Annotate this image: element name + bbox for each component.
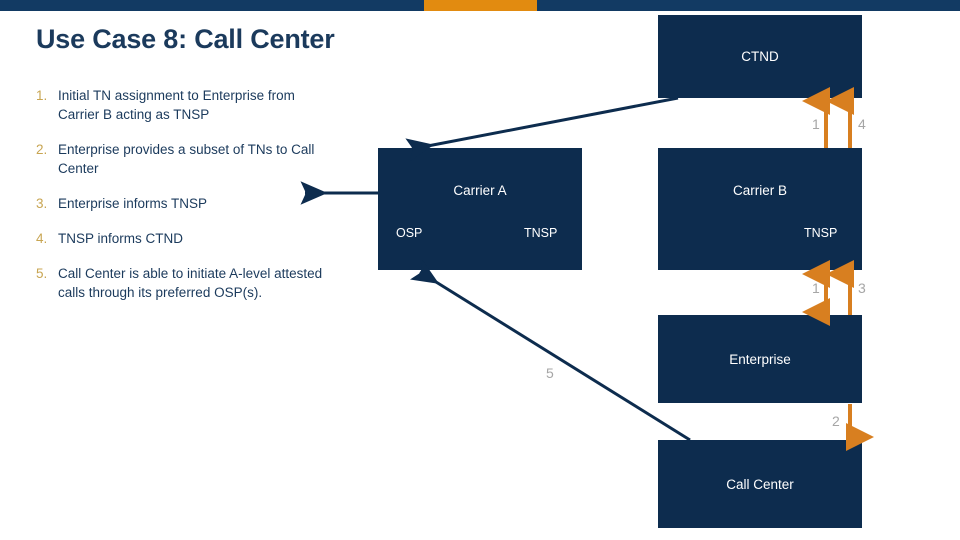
step-number: 4. — [36, 231, 48, 246]
page-title: Use Case 8: Call Center — [36, 24, 335, 54]
arrow-label-ctnd-carrierb-1: 1 — [812, 116, 820, 132]
arrow-call-center-to-carrier-a — [409, 259, 691, 442]
diagram-box-carrier-b: Carrier B TNSP — [658, 148, 862, 270]
box-role-carrier-a-tnsp: TNSP — [524, 226, 558, 240]
list-item: 2. Enterprise provides a subset of TNs t… — [36, 140, 326, 178]
step-text: Call Center is able to initiate A-level … — [58, 266, 323, 300]
step-text: Enterprise provides a subset of TNs to C… — [58, 142, 315, 176]
box-title-carrier-b: Carrier B — [732, 183, 787, 198]
diagram-box-enterprise: Enterprise — [658, 315, 862, 403]
box-title-enterprise: Enterprise — [729, 352, 791, 367]
list-item: 3. Enterprise informs TNSP — [36, 194, 326, 213]
list-item: 4. TNSP informs CTND — [36, 229, 326, 248]
box-role-carrier-b-tnsp: TNSP — [804, 226, 838, 240]
step-number: 5. — [36, 266, 48, 281]
steps-list: 1. Initial TN assignment to Enterprise f… — [36, 86, 326, 318]
box-title-carrier-a: Carrier A — [453, 183, 507, 198]
arrow-label-carrierb-enterprise-1: 1 — [812, 280, 820, 296]
step-number: 3. — [36, 196, 48, 211]
step-number: 2. — [36, 142, 48, 157]
arrow-ctnd-to-carrier-a — [405, 96, 679, 162]
diagram-box-carrier-a: Carrier A OSP TNSP — [378, 148, 582, 270]
step-text: Initial TN assignment to Enterprise from… — [58, 88, 295, 122]
arrow-label-carrierb-enterprise-3: 3 — [858, 280, 866, 296]
list-item: 5. Call Center is able to initiate A-lev… — [36, 264, 326, 302]
top-bar-accent-segment — [424, 0, 537, 11]
list-item: 1. Initial TN assignment to Enterprise f… — [36, 86, 326, 124]
box-title-call-center: Call Center — [726, 477, 794, 492]
box-role-carrier-a-osp: OSP — [396, 226, 423, 240]
diagram-box-call-center: Call Center — [658, 440, 862, 528]
step-text: TNSP informs CTND — [58, 231, 184, 246]
arrow-label-ctnd-carrierb-4: 4 — [858, 116, 866, 132]
top-decorative-bar — [0, 0, 960, 11]
box-title-ctnd: CTND — [741, 49, 779, 64]
step-text: Enterprise informs TNSP — [58, 196, 208, 211]
diagram-box-ctnd: CTND — [658, 15, 862, 98]
arrow-label-callcenter-carriera-5: 5 — [546, 365, 554, 381]
step-number: 1. — [36, 88, 48, 103]
arrow-label-enterprise-callcenter-2: 2 — [832, 413, 840, 429]
